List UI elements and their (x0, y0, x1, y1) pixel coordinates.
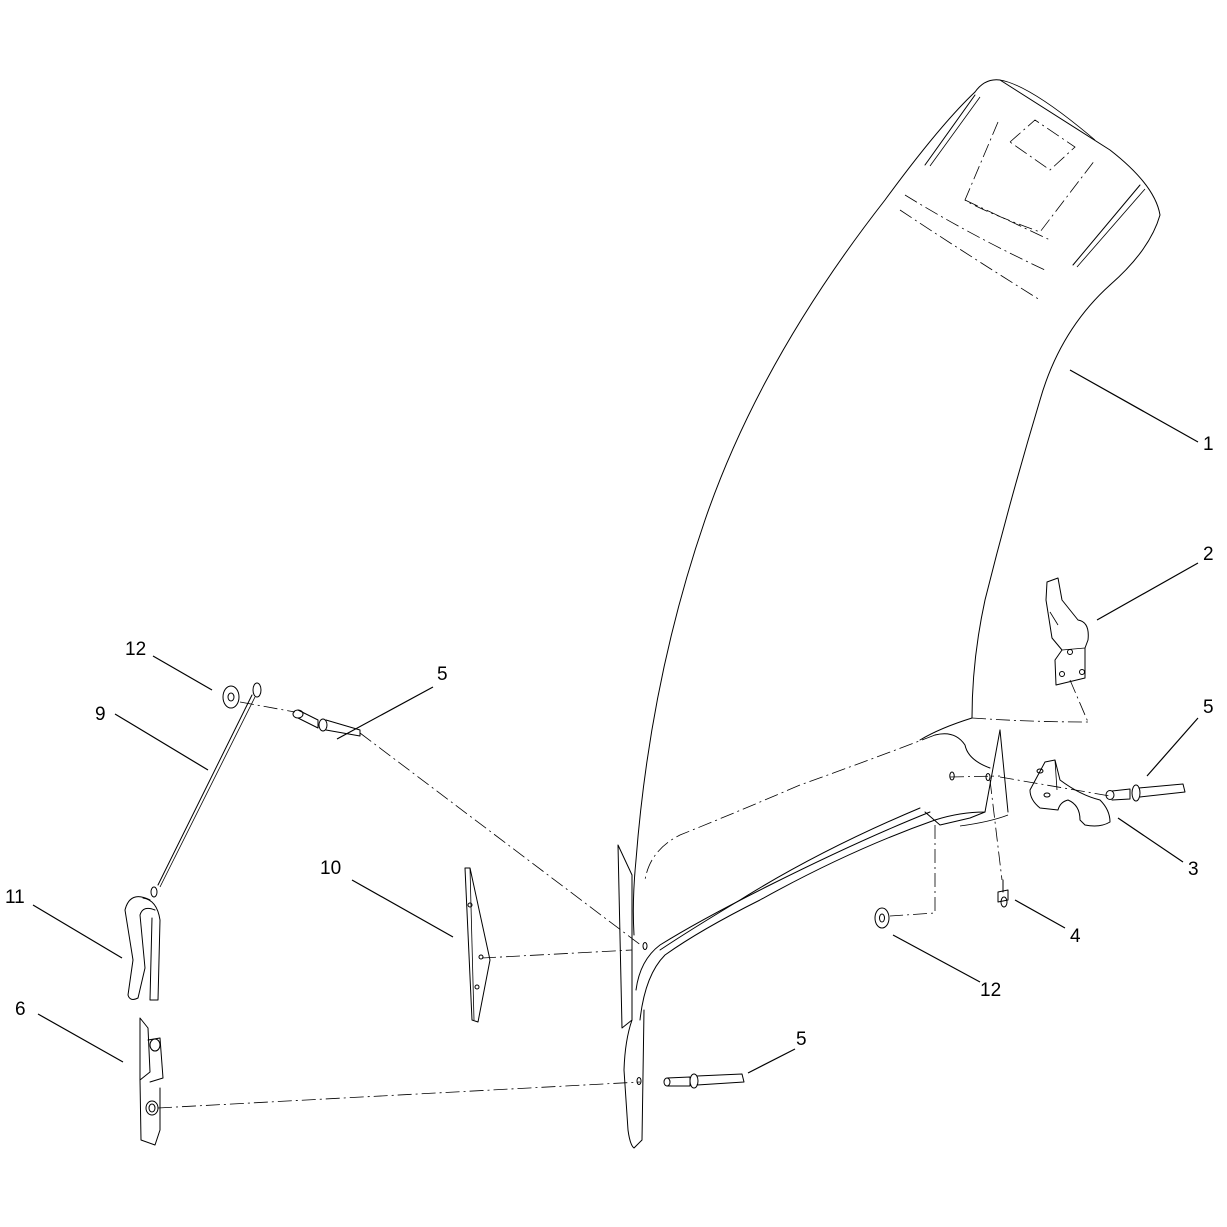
leader-lines (32, 369, 1199, 1074)
leader-12a (152, 655, 213, 691)
callout-6: 6 (15, 999, 26, 1020)
screw-part (997, 879, 1009, 908)
bracket-part (1029, 759, 1111, 827)
lanyard-cable (150, 682, 262, 898)
leader-1 (1069, 369, 1199, 443)
leader-12b (892, 934, 981, 983)
chute-part (632, 79, 1161, 936)
callout-2: 2 (1203, 544, 1214, 565)
callout-5-bottom: 5 (796, 1029, 807, 1050)
leader-6 (37, 1013, 124, 1063)
latch-part (1045, 577, 1089, 686)
hinge-assembly (139, 1017, 164, 1146)
callout-4: 4 (1070, 926, 1081, 947)
leader-11 (32, 904, 123, 959)
decal-plate (464, 867, 491, 1023)
callout-1: 1 (1203, 434, 1214, 455)
callout-9: 9 (95, 704, 106, 725)
chute-lower-edge (635, 717, 1009, 1021)
assembly-centerlines (157, 679, 1111, 1109)
leader-9 (114, 713, 209, 771)
leader-3 (1117, 817, 1184, 863)
callout-3: 3 (1188, 859, 1199, 880)
callout-12-lower: 12 (980, 980, 1001, 1001)
hairpin-clip (124, 896, 161, 1001)
deflector-flap (617, 844, 648, 1149)
callout-labels: 1 2 3 4 5 5 5 6 9 10 11 12 12 (5, 434, 1214, 1050)
leader-4 (1014, 899, 1066, 929)
washer-lower (874, 907, 890, 929)
leader-5c (747, 1048, 796, 1074)
rivet-bottom (663, 1073, 745, 1089)
leader-5a (336, 686, 434, 740)
leader-10 (351, 879, 454, 938)
washer-upper (222, 685, 240, 709)
leader-2 (1096, 562, 1199, 621)
callout-5-upper-left: 5 (437, 664, 448, 685)
leader-5b (1146, 717, 1199, 777)
callout-10: 10 (320, 858, 341, 879)
rivet-right (1105, 783, 1186, 802)
callout-11: 11 (5, 887, 25, 908)
callout-12-upper: 12 (125, 639, 146, 660)
callout-5-right: 5 (1203, 697, 1214, 718)
